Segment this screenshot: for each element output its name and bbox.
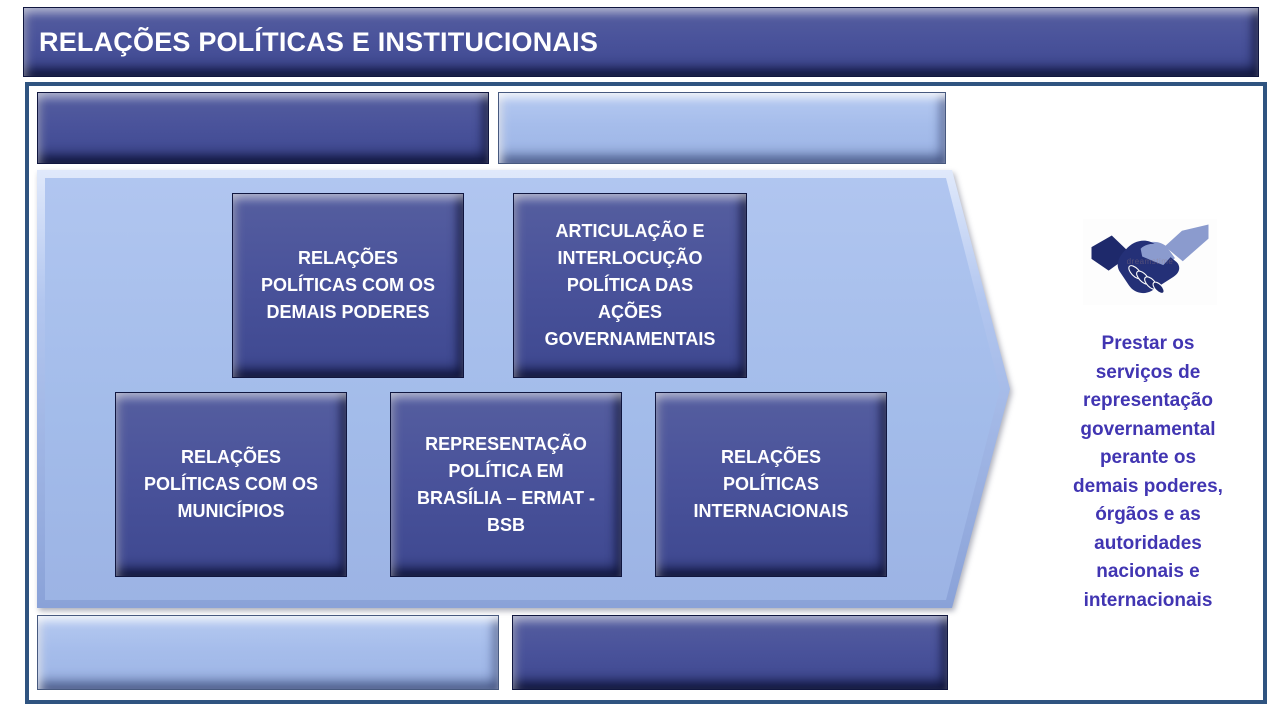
decorative-bar-bottom-light (37, 615, 499, 690)
mission-text: Prestar os serviços de representação gov… (1073, 333, 1223, 611)
node-relacoes-internacionais: RELAÇÕES POLÍTICAS INTERNACIONAIS (655, 392, 887, 577)
node-representacao-brasilia: REPRESENTAÇÃO POLÍTICA EM BRASÍLIA – ERM… (390, 392, 622, 577)
node-articulacao-interlocucao: ARTICULAÇÃO E INTERLOCUÇÃO POLÍTICA DAS … (513, 193, 747, 378)
node-label: RELAÇÕES POLÍTICAS INTERNACIONAIS (693, 447, 849, 521)
handshake-icon-graphic (1091, 224, 1209, 294)
node-label: RELAÇÕES POLÍTICAS COM OS MUNICÍPIOS (143, 447, 318, 521)
decorative-bar-top-light (498, 92, 946, 164)
node-label: ARTICULAÇÃO E INTERLOCUÇÃO POLÍTICA DAS … (544, 221, 716, 349)
node-relacoes-demais-poderes: RELAÇÕES POLÍTICAS COM OS DEMAIS PODERES (232, 193, 464, 378)
decorative-bar-top-dark (37, 92, 489, 164)
page-title: RELAÇÕES POLÍTICAS E INSTITUCIONAIS (39, 26, 599, 57)
decorative-bar-bottom-dark (512, 615, 948, 690)
node-label: REPRESENTAÇÃO POLÍTICA EM BRASÍLIA – ERM… (417, 433, 595, 535)
node-label: RELAÇÕES POLÍTICAS COM OS DEMAIS PODERES (260, 248, 435, 322)
slide-title-bar: RELAÇÕES POLÍTICAS E INSTITUCIONAIS (23, 7, 1259, 77)
handshake-icon: dreamstime (1083, 219, 1217, 305)
node-relacoes-municipios: RELAÇÕES POLÍTICAS COM OS MUNICÍPIOS (115, 392, 347, 577)
